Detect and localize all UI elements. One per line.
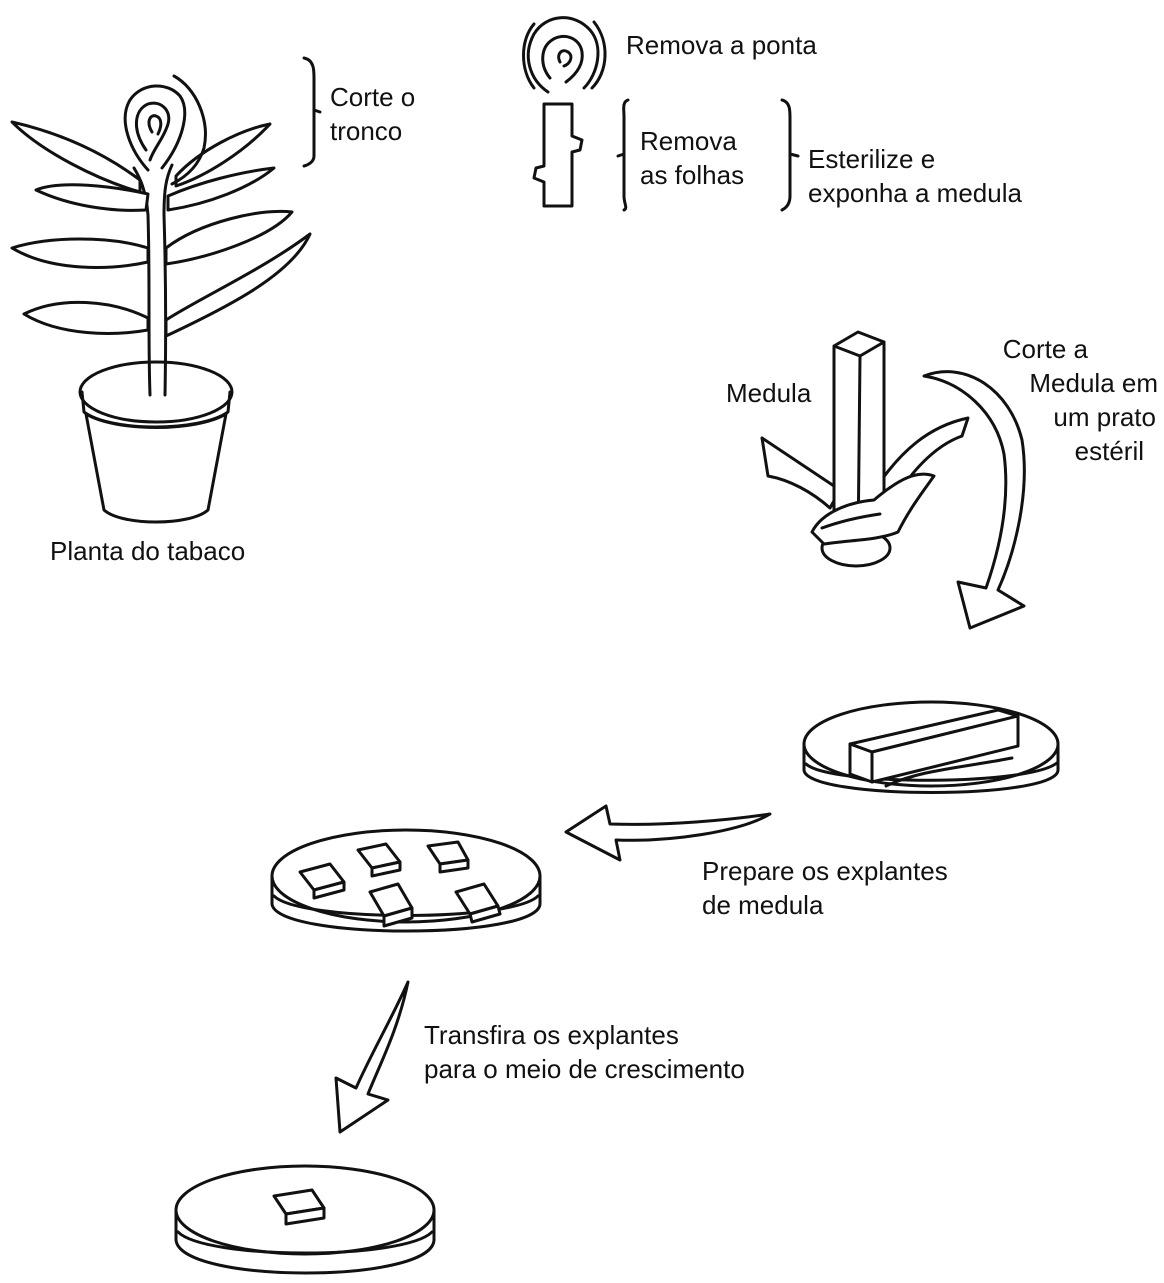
label-cut-trunk-line1: Corte o	[330, 80, 415, 114]
dish-growth-medium	[176, 1166, 434, 1273]
dish-with-pith	[804, 702, 1058, 793]
tobacco-plant-illustration	[12, 76, 310, 522]
dish-with-explants	[272, 830, 540, 931]
label-sterilize-line1: Esterilize e	[808, 142, 1022, 176]
pith-illustration	[762, 332, 968, 566]
label-tobacco-plant: Planta do tabaco	[50, 534, 245, 568]
label-remove-leaves: Remova as folhas	[640, 124, 744, 192]
label-prepare-explants: Prepare os explantes de medula	[702, 854, 948, 922]
label-prepare-explants-line2: de medula	[702, 888, 948, 922]
label-cut-trunk-line2: tronco	[330, 114, 415, 148]
label-prepare-explants-line1: Prepare os explantes	[702, 854, 948, 888]
bracket-remove-leaves	[618, 100, 628, 210]
arrow-transfer-explants	[336, 982, 408, 1132]
arrow-prepare-explants	[566, 806, 770, 860]
label-cut-pith-line1: Corte a	[1003, 332, 1088, 366]
label-sterilize: Esterilize e exponha a medula	[808, 142, 1022, 210]
label-cut-pith-line4: estéril	[1003, 434, 1144, 468]
label-sterilize-line2: exponha a medula	[808, 176, 1022, 210]
label-transfer-explants-line1: Transfira os explantes	[424, 1018, 745, 1052]
bracket-cut-trunk	[304, 58, 320, 166]
label-remove-leaves-line1: Remova	[640, 124, 744, 158]
label-cut-pith-line3: um prato	[1003, 400, 1156, 434]
label-cut-pith-line2: Medula em	[1003, 366, 1158, 400]
label-cut-trunk: Corte o tronco	[330, 80, 415, 148]
label-transfer-explants-line2: para o meio de crescimento	[424, 1052, 745, 1086]
label-pith: Medula	[726, 376, 811, 410]
stem-segment-illustration	[524, 18, 606, 206]
label-transfer-explants: Transfira os explantes para o meio de cr…	[424, 1018, 745, 1086]
label-cut-pith: Corte a Medula em um prato estéril	[1003, 332, 1158, 468]
bracket-sterilize	[782, 100, 798, 210]
label-remove-tip: Remova a ponta	[626, 28, 817, 62]
label-remove-leaves-line2: as folhas	[640, 158, 744, 192]
